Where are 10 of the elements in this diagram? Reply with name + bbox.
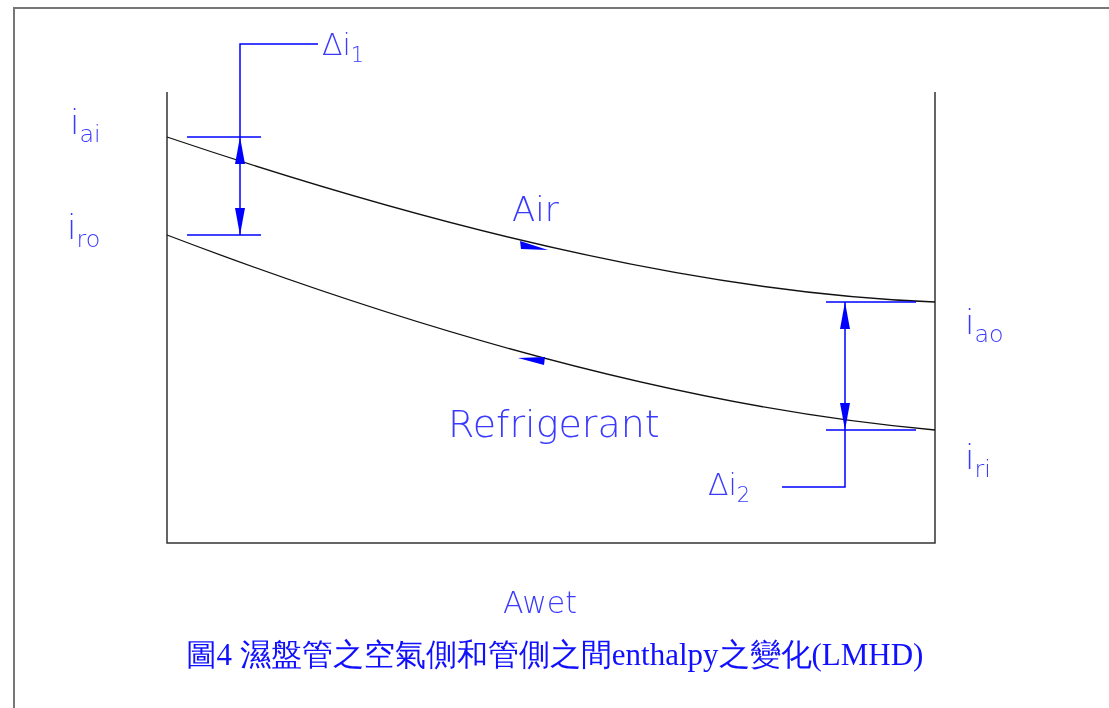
axis-label: Refrigerant [448, 405, 660, 443]
axis-label: i$_{ao}$ [965, 305, 1004, 348]
axis-label: Δi$_{2}$ [708, 470, 751, 507]
axis-label: i$_{ri}$ [965, 440, 991, 483]
axis-label: i$_{ai}$ [70, 105, 101, 148]
axis-label: Awet [503, 588, 578, 618]
axis-label: i$_{ro}$ [67, 210, 101, 253]
axis-label: Δi$_{1}$ [322, 30, 365, 67]
figure-caption: 圖4 濕盤管之空氣側和管側之間enthalpy之變化(LMHD) [184, 636, 925, 674]
axis-label: Air [512, 192, 559, 226]
